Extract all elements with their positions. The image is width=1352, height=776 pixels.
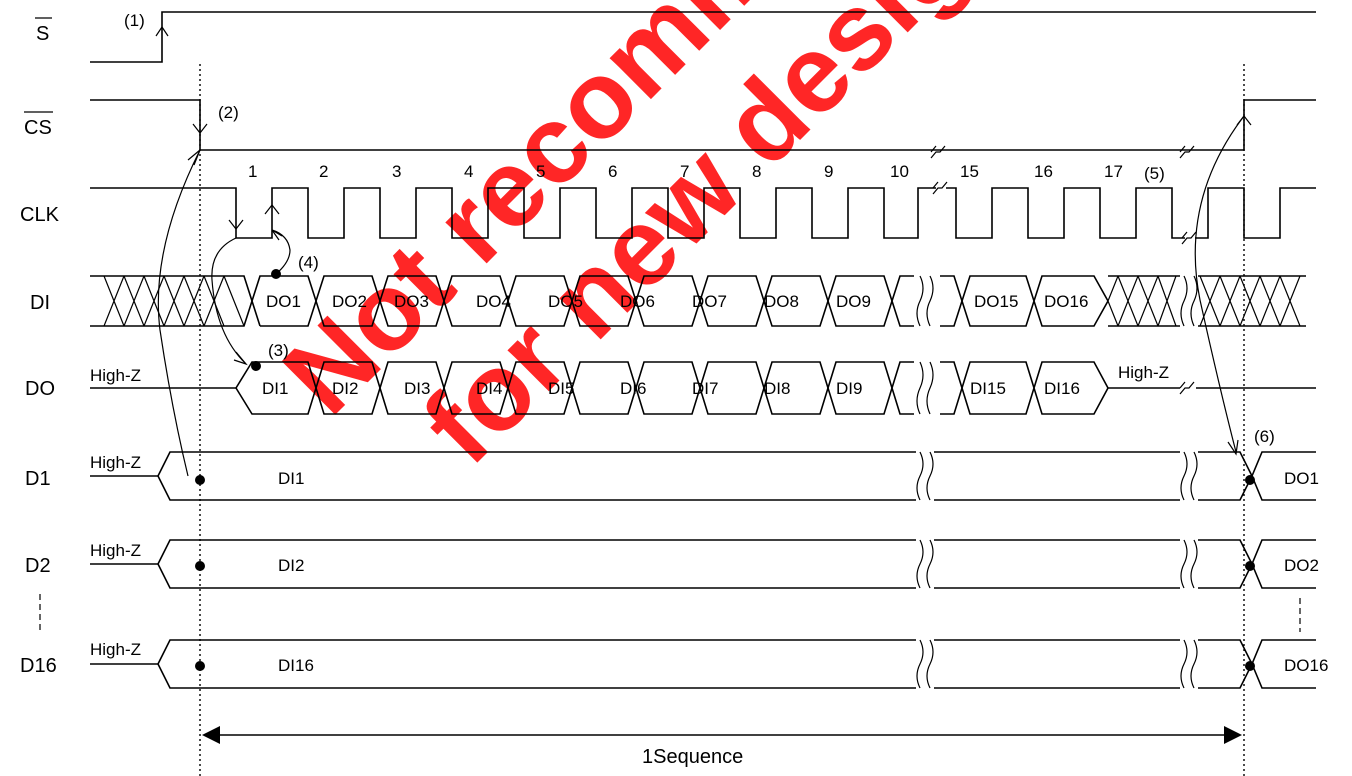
clock-numbers: 1 2 3 4 5 6 7 8 9 10 15 16 17 xyxy=(248,162,1123,181)
signal-label-d2: D2 xyxy=(25,555,51,577)
do-cell: DI6 xyxy=(620,379,646,398)
d2-waveform: High-Z DI2 DO2 xyxy=(90,539,1319,589)
d16-high-z: High-Z xyxy=(90,640,141,659)
do-cell: DI16 xyxy=(1044,379,1080,398)
do-high-z-right: High-Z xyxy=(1118,363,1169,382)
d1-output-value: DO1 xyxy=(1284,469,1319,488)
d16-output-dot xyxy=(1245,661,1255,671)
do-cell: DI5 xyxy=(548,379,574,398)
clock-number: 6 xyxy=(608,162,617,181)
annotation-5: (5) xyxy=(1144,164,1165,183)
clock-number: 15 xyxy=(960,162,979,181)
d1-output-dot xyxy=(1245,475,1255,485)
cs-curves xyxy=(157,115,1245,477)
d2-output-value: DO2 xyxy=(1284,556,1319,575)
annotation-3: (3) xyxy=(268,341,289,360)
signal-label-s: S xyxy=(36,23,49,45)
d16-input-value: DI16 xyxy=(278,656,314,675)
di-cell: DO6 xyxy=(620,292,655,311)
clock-number: 9 xyxy=(824,162,833,181)
signal-labels: S CS CLK DI DO D1 D2 D16 xyxy=(20,17,60,677)
clock-number: 7 xyxy=(680,162,689,181)
clock-number: 4 xyxy=(464,162,473,181)
do-cell: DI4 xyxy=(476,379,502,398)
di-cell: DO7 xyxy=(692,292,727,311)
clock-number: 16 xyxy=(1034,162,1053,181)
annotation-6: (6) xyxy=(1254,427,1275,446)
annotation-2: (2) xyxy=(218,103,239,122)
do-waveform: High-Z High-Z DI1 DI2 DI3 DI4 DI5 DI6 DI… xyxy=(90,237,1316,415)
clock-number: 3 xyxy=(392,162,401,181)
di-cell: DO15 xyxy=(974,292,1018,311)
signal-label-d1: D1 xyxy=(25,468,51,490)
signal-label-di: DI xyxy=(30,292,50,314)
di-cell: DO1 xyxy=(266,292,301,311)
signal-label-clk: CLK xyxy=(20,204,60,226)
d16-waveform: High-Z DI16 DO16 xyxy=(90,639,1328,689)
do-cell: DI9 xyxy=(836,379,862,398)
d1-high-z: High-Z xyxy=(90,453,141,472)
do-cell: DI7 xyxy=(692,379,718,398)
di-cell: DO4 xyxy=(476,292,511,311)
do-cell: DI1 xyxy=(262,379,288,398)
signal-label-do: DO xyxy=(25,378,55,400)
annotation-1: (1) xyxy=(124,11,145,30)
d2-high-z: High-Z xyxy=(90,541,141,560)
clock-number: 8 xyxy=(752,162,761,181)
cs-waveform: (2) xyxy=(90,99,1316,159)
clock-number: 1 xyxy=(248,162,257,181)
di-cells: DO1 DO2 DO3 DO4 DO5 DO6 DO7 DO8 DO9 DO15… xyxy=(266,292,1088,311)
clock-number: 10 xyxy=(890,162,909,181)
signal-label-d16: D16 xyxy=(20,655,57,677)
do-cell: DI8 xyxy=(764,379,790,398)
clock-number: 17 xyxy=(1104,162,1123,181)
clk-waveform: 1 2 3 4 5 6 7 8 9 10 15 16 17 (5) xyxy=(90,162,1316,245)
do-cell: DI2 xyxy=(332,379,358,398)
di-cell: DO16 xyxy=(1044,292,1088,311)
d1-waveform: High-Z DI1 DO1 (6) xyxy=(90,427,1319,501)
clock-number: 5 xyxy=(536,162,545,181)
s-waveform: (1) xyxy=(90,11,1316,63)
do-output-dot xyxy=(251,361,261,371)
d2-input-value: DI2 xyxy=(278,556,304,575)
sequence-label: 1Sequence xyxy=(642,746,743,768)
clock-number: 2 xyxy=(319,162,328,181)
d16-output-value: DO16 xyxy=(1284,656,1328,675)
di-cell: DO2 xyxy=(332,292,367,311)
di-cell: DO8 xyxy=(764,292,799,311)
do-high-z-left: High-Z xyxy=(90,366,141,385)
do-cell: DI15 xyxy=(970,379,1006,398)
di-cell: DO9 xyxy=(836,292,871,311)
do-cells: DI1 DI2 DI3 DI4 DI5 DI6 DI7 DI8 DI9 DI15… xyxy=(262,379,1080,398)
do-cell: DI3 xyxy=(404,379,430,398)
sequence-arrow: 1Sequence xyxy=(202,726,1242,768)
di-cell: DO3 xyxy=(394,292,429,311)
di-cell: DO5 xyxy=(548,292,583,311)
d1-input-value: DI1 xyxy=(278,469,304,488)
signal-label-cs: CS xyxy=(24,117,52,139)
annotation-4: (4) xyxy=(298,253,319,272)
di-waveform: DO1 DO2 DO3 DO4 DO5 DO6 DO7 DO8 DO9 DO15… xyxy=(90,229,1306,327)
d2-output-dot xyxy=(1245,561,1255,571)
